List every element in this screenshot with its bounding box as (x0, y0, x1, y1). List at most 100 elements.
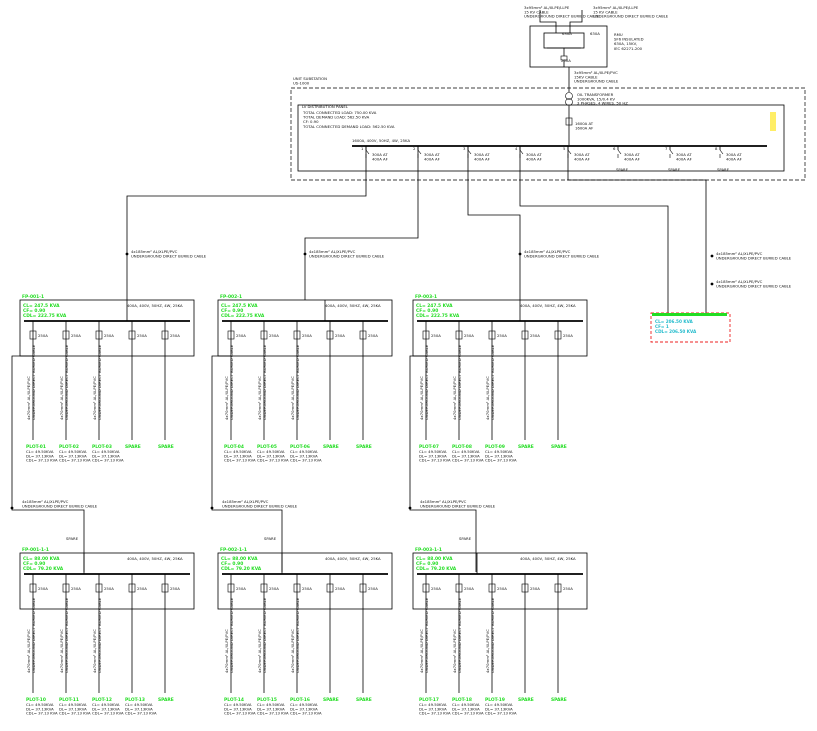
lv-feeder-breaker (567, 149, 572, 158)
lv-feeder-breaker (519, 149, 524, 158)
load-name: PLOT-12 (92, 697, 112, 703)
meter-indicator (770, 112, 776, 131)
branch-breaker-rating: 250A (335, 333, 345, 338)
branch-breaker-rating: 250A (104, 586, 114, 591)
feeder-cable-label: 4x185mm² AL/XLPE/PVC (131, 249, 178, 254)
incoming-cable-label: 15 KV CABLE (524, 9, 549, 14)
distribution-panel-box (217, 552, 393, 610)
branch-breaker-rating: 250A (431, 333, 441, 338)
branch-breaker-rating: 250A (38, 586, 48, 591)
rmu-info-label: IEC 62271-200 (614, 46, 643, 51)
load-value: CL= 49.50KVA (224, 702, 252, 707)
lv-feeder-rating: 400A AF (424, 156, 440, 161)
load-value: CDL= 37.13 KVA (452, 711, 484, 716)
feeder-cable-label: UNDERGROUND DIRECT BURIED CABLE (524, 253, 600, 258)
load-value: CL= 49.50KVA (419, 449, 447, 454)
incoming-cable-label: UNDERGROUND DIRECT BURIED CABLE (524, 14, 600, 19)
branch-breaker (422, 583, 430, 593)
load-name: SPARE (551, 697, 567, 703)
load-value: DL= 37.13KVA (257, 453, 285, 458)
subfeeder-cable-label: UNDERGROUND DIRECT BURIED CABLE (222, 503, 298, 508)
branch-cable-label: 4x70mm² AL/XLPE/PVC (452, 376, 457, 420)
panel-cf: CF= 0.90 (416, 561, 438, 567)
load-value: DL= 37.13KVA (485, 706, 513, 711)
branch-breaker-rating: 250A (368, 586, 378, 591)
cable-junction (710, 282, 714, 286)
lv-feeder-number: 6 (613, 146, 616, 151)
branch-breaker (95, 330, 103, 340)
feeder-cable-label: 4x185mm² AL/XLPE/PVC (716, 279, 763, 284)
branch-breaker (260, 330, 268, 340)
branch-breaker-rating: 250A (104, 333, 114, 338)
load-name: PLOT-16 (290, 697, 310, 703)
rmu-info-label: SF6 INSULATED (614, 37, 644, 42)
lv-feeder-rating: 300A AT (474, 152, 490, 157)
branch-breaker (488, 330, 496, 340)
branch-breaker (422, 330, 430, 340)
lv-panel-load-label: TOTAL CONNECTED LOAD: 750.00 KVA (302, 110, 377, 115)
subfeeder-cable-label: UNDERGROUND DIRECT BURIED CABLE (22, 503, 98, 508)
panel-cf: CF= 0.90 (416, 308, 438, 314)
load-name: PLOT-01 (26, 444, 46, 450)
load-value: CDL= 37.13 KVA (92, 458, 124, 463)
lv-feeder-number: 4 (515, 146, 518, 151)
panel-demand-load: CDL= 222.75 KVA (23, 313, 67, 319)
branch-cable-label: UNDERGROUND DIRECT BURIED CABLE (64, 597, 69, 673)
load-value: CL= 49.50KVA (224, 449, 252, 454)
transformer-cable-label: 15KV CABLE (574, 74, 598, 79)
feeder-cable-label: UNDERGROUND DIRECT BURIED CABLE (716, 283, 792, 288)
substation-title: US-1000 (293, 81, 310, 86)
load-name: SPARE (356, 444, 372, 450)
branch-breaker (455, 330, 463, 340)
branch-breaker-rating: 250A (563, 333, 573, 338)
load-value: CDL= 37.13 KVA (419, 711, 451, 716)
branch-breaker (227, 330, 235, 340)
panel-demand-load: CDL= 79.20 KVA (23, 566, 64, 572)
branch-cable-label: 4x70mm² AL/XLPE/PVC (485, 376, 490, 420)
branch-breaker (62, 330, 70, 340)
panel-name: FP-001-1-1 (22, 547, 49, 553)
lv-feeder-rating: 400A AF (676, 156, 692, 161)
branch-breaker-rating: 250A (71, 333, 81, 338)
lv-feeder-breaker (365, 149, 370, 158)
substation-title: UNIT SUBSTATION (293, 76, 327, 81)
branch-cable-label: UNDERGROUND DIRECT BURIED CABLE (262, 597, 267, 673)
lv-feeder-number: 7 (665, 146, 668, 151)
panel-rating: 400A, 400V, 50HZ, 4W, 25KA (325, 556, 381, 561)
incoming-cable-label: UNDERGROUND DIRECT BURIED CABLE (593, 14, 669, 19)
load-name: SPARE (158, 444, 174, 450)
load-value: CDL= 37.13 KVA (257, 711, 289, 716)
load-value: CL= 49.50KVA (419, 702, 447, 707)
load-value: CL= 49.50KVA (125, 702, 153, 707)
load-value: DL= 37.13KVA (419, 453, 447, 458)
lv-feeder-rating: 400A AF (474, 156, 490, 161)
main-breaker-label: 1600A AF (575, 125, 593, 130)
branch-breaker-rating: 250A (71, 586, 81, 591)
load-value: CDL= 37.13 KVA (59, 458, 91, 463)
lv-feeder-rating: 400A AF (574, 156, 590, 161)
load-value: CL= 49.50KVA (452, 702, 480, 707)
transformer-cable-label: UNDERGROUND CABLE (574, 79, 619, 84)
load-value: DL= 37.13KVA (224, 453, 252, 458)
branch-cable-label: 4x70mm² AL/XLPE/PVC (452, 629, 457, 673)
panel-name: FP-001-1 (22, 294, 44, 300)
load-value: DL= 37.13KVA (419, 706, 447, 711)
branch-cable-label: UNDERGROUND DIRECT BURIED CABLE (424, 344, 429, 420)
red-panel-bar (652, 313, 727, 316)
branch-cable-label: 4x70mm² AL/XLPE/PVC (485, 629, 490, 673)
branch-cable-label: 4x70mm² AL/XLPE/PVC (26, 629, 31, 673)
load-name: SPARE (518, 444, 534, 450)
panel-rating: 400A, 400V, 50HZ, 4W, 25KA (127, 556, 183, 561)
branch-breaker (161, 583, 169, 593)
branch-breaker-rating: 250A (38, 333, 48, 338)
lv-panel-title: LV DISTRIBUTION PANEL (302, 104, 349, 109)
branch-cable-label: 4x70mm² AL/XLPE/PVC (224, 629, 229, 673)
feeder-cable-label: 4x185mm² AL/XLPE/PVC (309, 249, 356, 254)
branch-cable-label: UNDERGROUND DIRECT BURIED CABLE (490, 344, 495, 420)
load-value: DL= 37.13KVA (290, 453, 318, 458)
lv-feeder-number: 1 (361, 146, 364, 151)
branch-breaker (128, 330, 136, 340)
branch-breaker (293, 583, 301, 593)
main-breaker (565, 117, 573, 126)
